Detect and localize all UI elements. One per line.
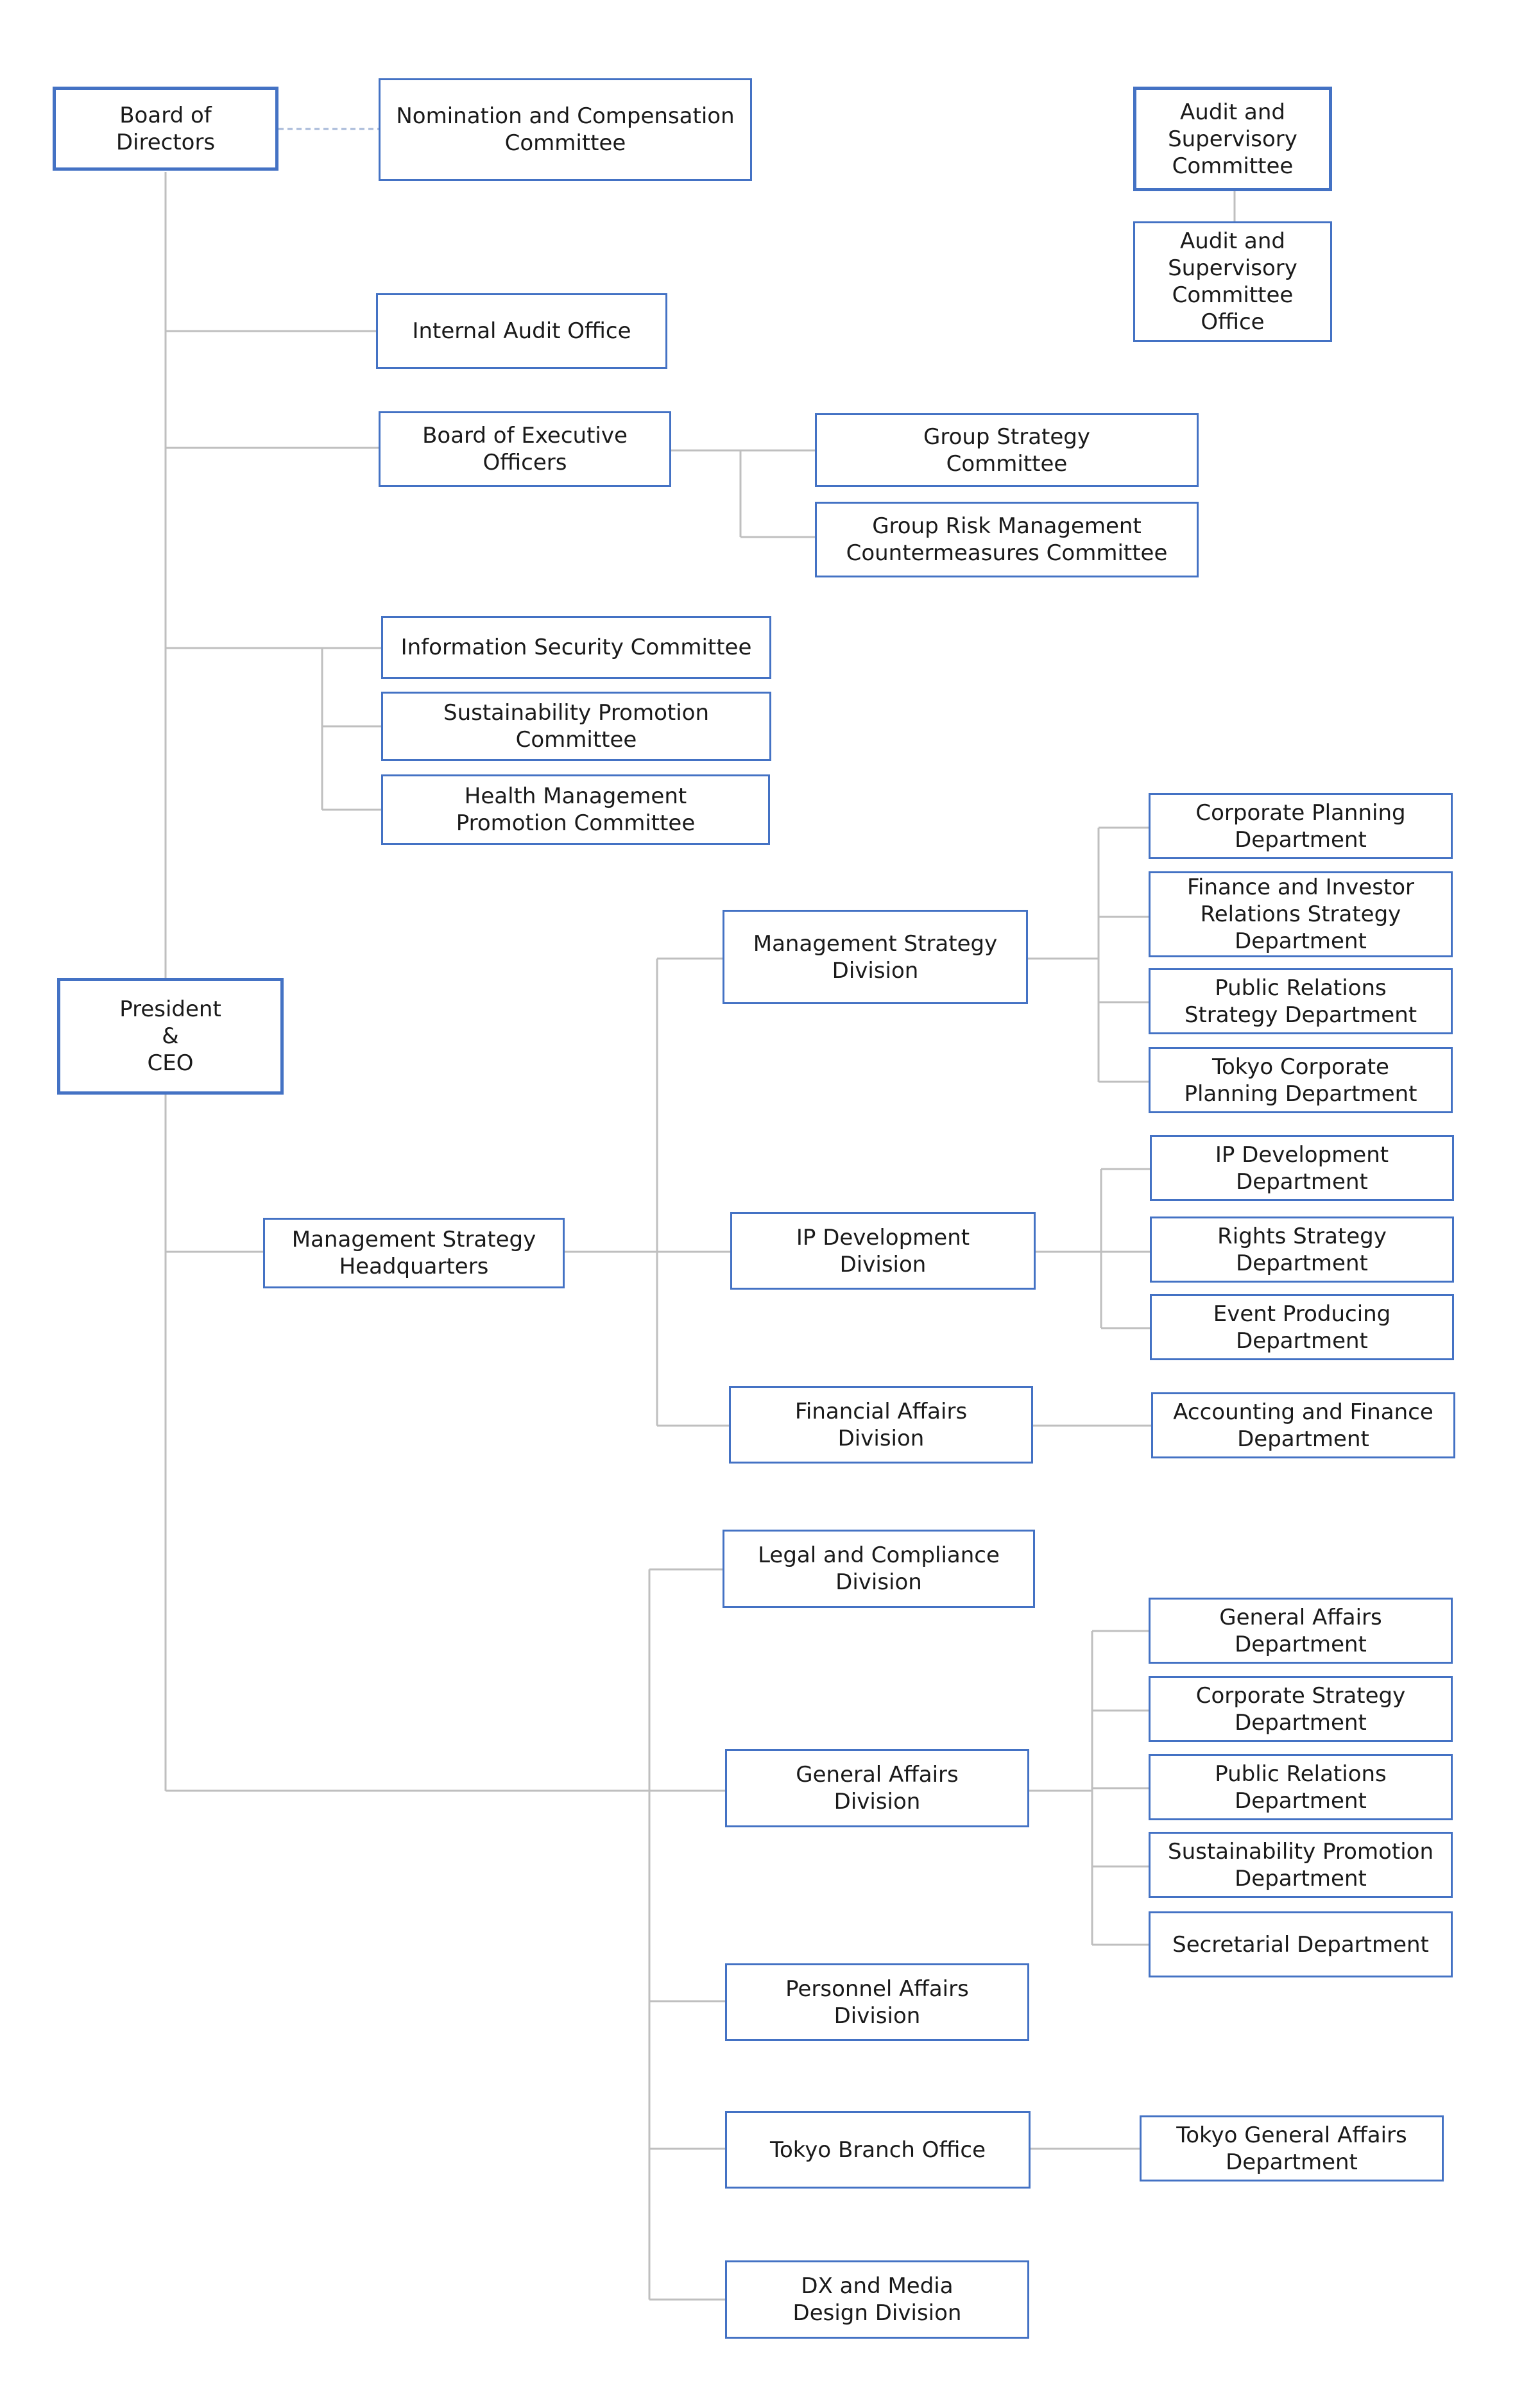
board-of-directors-box[interactable]: Board of Directors [53, 87, 278, 171]
tokyo-corporate-planning-dept-box[interactable]: Tokyo Corporate Planning Department [1149, 1047, 1453, 1113]
secretarial-dept-box[interactable]: Secretarial Department [1149, 1911, 1453, 1977]
audit-supervisory-office-label: Audit and Supervisory Committee Office [1168, 228, 1297, 335]
corporate-planning-dept-box[interactable]: Corporate Planning Department [1149, 793, 1453, 859]
dx-media-design-division-box[interactable]: DX and Media Design Division [725, 2260, 1029, 2339]
nomination-committee-label: Nomination and Compensation Committee [396, 103, 735, 156]
tokyo-branch-office-box[interactable]: Tokyo Branch Office [725, 2111, 1031, 2189]
tokyo-general-affairs-dept-label: Tokyo General Affairs Department [1176, 2122, 1407, 2175]
personnel-affairs-division-label: Personnel Affairs Division [785, 1976, 969, 2029]
president-ceo-box[interactable]: President & CEO [57, 978, 284, 1095]
health-committee-label: Health Management Promotion Committee [456, 783, 696, 836]
event-producing-dept-label: Event Producing Department [1213, 1301, 1391, 1354]
dx-media-design-division-label: DX and Media Design Division [792, 2273, 962, 2326]
sustainability-promotion-dept-label: Sustainability Promotion Department [1167, 1838, 1433, 1891]
rights-strategy-dept-box[interactable]: Rights Strategy Department [1150, 1217, 1454, 1283]
tokyo-corporate-planning-dept-label: Tokyo Corporate Planning Department [1184, 1054, 1417, 1107]
personnel-affairs-division-box[interactable]: Personnel Affairs Division [725, 1963, 1029, 2041]
corporate-strategy-dept-label: Corporate Strategy Department [1195, 1682, 1406, 1736]
general-affairs-dept-label: General Affairs Department [1219, 1604, 1382, 1657]
finance-ir-dept-box[interactable]: Finance and Investor Relations Strategy … [1149, 871, 1453, 957]
sustainability-committee-box[interactable]: Sustainability Promotion Committee [381, 692, 771, 761]
corporate-strategy-dept-box[interactable]: Corporate Strategy Department [1149, 1676, 1453, 1742]
info-security-committee-label: Information Security Committee [400, 635, 752, 660]
group-strategy-committee-label: Group Strategy Committee [923, 423, 1090, 477]
general-affairs-dept-box[interactable]: General Affairs Department [1149, 1598, 1453, 1664]
board-of-directors-label: Board of Directors [116, 102, 216, 155]
sustainability-promotion-dept-box[interactable]: Sustainability Promotion Department [1149, 1832, 1453, 1898]
nomination-committee-box[interactable]: Nomination and Compensation Committee [379, 78, 752, 181]
legal-compliance-division-label: Legal and Compliance Division [758, 1542, 1000, 1595]
general-affairs-division-label: General Affairs Division [796, 1762, 959, 1814]
management-strategy-division-label: Management Strategy Division [753, 930, 998, 984]
ip-development-dept-label: IP Development Department [1215, 1141, 1389, 1195]
financial-affairs-division-box[interactable]: Financial Affairs Division [729, 1386, 1033, 1464]
legal-compliance-division-box[interactable]: Legal and Compliance Division [723, 1530, 1035, 1608]
corporate-planning-dept-label: Corporate Planning Department [1195, 799, 1406, 853]
accounting-finance-dept-box[interactable]: Accounting and Finance Department [1151, 1392, 1455, 1458]
group-strategy-committee-box[interactable]: Group Strategy Committee [815, 413, 1199, 487]
pr-strategy-dept-box[interactable]: Public Relations Strategy Department [1149, 968, 1453, 1034]
group-risk-committee-box[interactable]: Group Risk Management Countermeasures Co… [815, 502, 1199, 577]
health-committee-box[interactable]: Health Management Promotion Committee [381, 774, 770, 845]
board-of-executive-officers-box[interactable]: Board of Executive Officers [379, 411, 671, 487]
public-relations-dept-label: Public Relations Department [1215, 1761, 1387, 1814]
board-of-executive-officers-label: Board of Executive Officers [422, 423, 628, 475]
sustainability-committee-label: Sustainability Promotion Committee [443, 700, 709, 753]
secretarial-dept-label: Secretarial Department [1172, 1931, 1429, 1958]
ip-development-division-box[interactable]: IP Development Division [730, 1212, 1036, 1290]
info-security-committee-box[interactable]: Information Security Committee [381, 616, 771, 679]
management-strategy-division-box[interactable]: Management Strategy Division [723, 910, 1028, 1004]
management-strategy-hq-box[interactable]: Management Strategy Headquarters [263, 1218, 565, 1288]
finance-ir-dept-label: Finance and Investor Relations Strategy … [1186, 875, 1415, 954]
ip-development-division-label: IP Development Division [796, 1224, 970, 1277]
accounting-finance-dept-label: Accounting and Finance Department [1173, 1399, 1433, 1452]
internal-audit-office-box[interactable]: Internal Audit Office [376, 293, 667, 369]
management-strategy-hq-label: Management Strategy Headquarters [291, 1227, 536, 1279]
pr-strategy-dept-label: Public Relations Strategy Department [1184, 975, 1417, 1028]
event-producing-dept-box[interactable]: Event Producing Department [1150, 1294, 1454, 1360]
audit-supervisory-office-box[interactable]: Audit and Supervisory Committee Office [1133, 221, 1332, 342]
internal-audit-office-label: Internal Audit Office [412, 318, 631, 344]
general-affairs-division-box[interactable]: General Affairs Division [725, 1749, 1029, 1827]
ip-development-dept-box[interactable]: IP Development Department [1150, 1135, 1454, 1201]
tokyo-branch-office-label: Tokyo Branch Office [770, 2137, 986, 2163]
audit-supervisory-committee-box[interactable]: Audit and Supervisory Committee [1133, 87, 1332, 191]
rights-strategy-dept-label: Rights Strategy Department [1217, 1223, 1387, 1276]
tokyo-general-affairs-dept-box[interactable]: Tokyo General Affairs Department [1140, 2115, 1444, 2181]
group-risk-committee-label: Group Risk Management Countermeasures Co… [846, 513, 1168, 566]
financial-affairs-division-label: Financial Affairs Division [794, 1398, 968, 1451]
president-ceo-label: President & CEO [119, 996, 221, 1076]
audit-supervisory-committee-label: Audit and Supervisory Committee [1168, 99, 1297, 179]
public-relations-dept-box[interactable]: Public Relations Department [1149, 1754, 1453, 1820]
